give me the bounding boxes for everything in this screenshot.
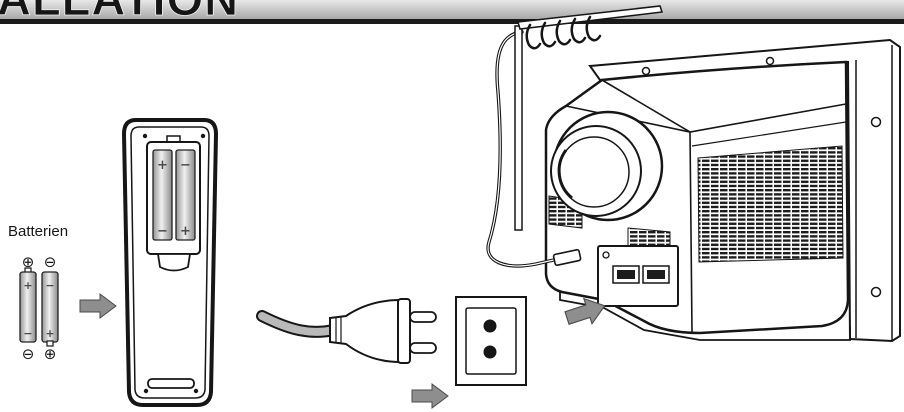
crt-neck xyxy=(550,110,664,222)
screw-icon xyxy=(870,286,882,298)
battery-mark: + xyxy=(45,327,54,340)
socket-hole xyxy=(483,345,497,359)
loose-batteries: Batterien ⊕ ⊖ + − − + ⊖ ⊕ xyxy=(8,223,68,363)
polarity-symbol-bottom-right: ⊕ xyxy=(44,345,57,363)
screw-icon xyxy=(765,56,775,66)
batteries-label: Batterien xyxy=(8,223,68,240)
plug-pin xyxy=(409,342,437,354)
battery-left: + − xyxy=(19,267,37,343)
polarity-symbol-bottom-left: ⊖ xyxy=(22,345,35,363)
ventilation-grille xyxy=(697,145,844,263)
header-bar xyxy=(0,0,904,19)
screw-icon xyxy=(870,116,882,128)
battery-mark: − xyxy=(23,327,32,340)
page-header: ALLATION xyxy=(0,0,904,25)
wall-socket xyxy=(455,296,527,386)
compartment-mark: − xyxy=(180,158,191,173)
polarity-symbol-top-left: ⊕ xyxy=(22,253,35,271)
battery-mark: + xyxy=(23,279,32,292)
header-rule xyxy=(0,19,904,24)
compartment-mark: + xyxy=(180,224,191,239)
remote-control: + − − + xyxy=(121,118,219,407)
arrow-right-icon xyxy=(79,293,117,319)
arrow-right-icon xyxy=(564,297,606,325)
tv-rear xyxy=(544,38,901,343)
screw-icon xyxy=(602,251,610,259)
connector-panel xyxy=(597,245,679,307)
compartment-mark: − xyxy=(157,224,168,239)
tv-base xyxy=(559,292,851,341)
antenna-plug xyxy=(552,248,582,266)
battery-compartment: + − − + xyxy=(146,135,201,272)
compartment-latch xyxy=(156,253,192,272)
battery-right: − + xyxy=(41,271,59,347)
battery-mark: − xyxy=(45,279,54,292)
polarity-symbol-top-right: ⊖ xyxy=(44,253,57,271)
power-plug xyxy=(256,298,437,364)
compartment-mark: + xyxy=(157,158,168,173)
screw-icon xyxy=(641,66,651,76)
socket-hole xyxy=(483,319,497,333)
arrow-right-icon xyxy=(411,383,449,409)
antenna-elements xyxy=(525,15,602,50)
antenna xyxy=(486,5,664,268)
plug-pin xyxy=(409,311,437,323)
antenna-rod xyxy=(514,25,523,231)
